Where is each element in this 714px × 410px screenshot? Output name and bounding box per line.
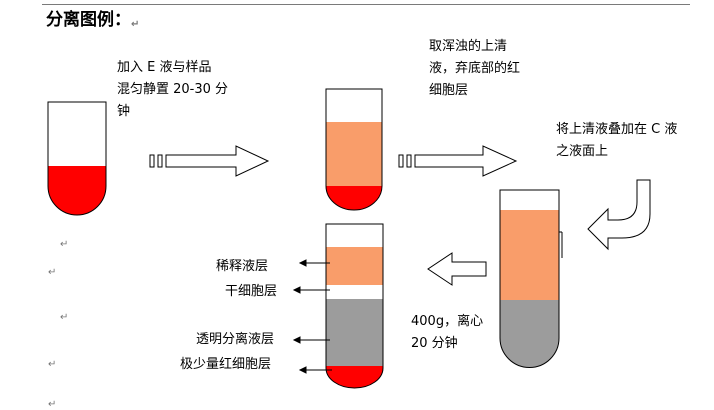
tube-1-outline — [47, 101, 107, 216]
paragraph-mark: ↵ — [48, 267, 57, 278]
tube-1 — [47, 101, 107, 216]
centrifuge-line-1: 400g，离心 — [411, 314, 484, 329]
tube-4-outline — [325, 223, 384, 389]
paragraph-mark: ↵ — [60, 239, 69, 250]
tube-4-separation-layer — [326, 299, 383, 366]
label-dilution-layer: 稀释液层 — [216, 259, 269, 274]
paragraph-mark: ↵ — [60, 312, 69, 323]
tube-3-gray-layer — [500, 300, 559, 368]
tube-4-dilution-layer — [326, 247, 383, 285]
curved-arrow — [587, 179, 651, 251]
step1-line-2: 混匀静置 20-30 分 — [117, 82, 229, 97]
tube-3-orange-layer — [500, 210, 559, 300]
page-title-text: 分离图例： — [46, 10, 131, 30]
step2-line-2: 液，弃底部的红 — [429, 61, 521, 76]
arrow-right-1 — [149, 145, 270, 177]
label-pointers — [292, 259, 332, 374]
step2-line-3: 细胞层 — [429, 83, 469, 98]
tube-4-rbc-layer — [326, 366, 383, 388]
step3-line-1: 将上清液叠加在 C 液 — [556, 122, 678, 137]
tube-3-outline — [499, 189, 560, 368]
tube-2-orange-layer — [326, 122, 382, 186]
tube-3 — [499, 189, 563, 368]
tube-1-red-layer — [48, 166, 106, 215]
tube-4 — [325, 223, 384, 389]
step2-caption: 取浑浊的上清 液，弃底部的红 细胞层 — [429, 36, 520, 102]
tube-2-outline — [325, 88, 383, 211]
step1-caption: 加入 E 液与样品 混匀静置 20-30 分 钟 — [117, 57, 228, 123]
page-title: 分离图例：↵ — [46, 8, 139, 32]
tube-4-dry-cell-layer — [326, 285, 383, 299]
tube-2 — [325, 88, 383, 211]
step1-line-3: 钟 — [117, 104, 131, 119]
centrifuge-line-2: 20 分钟 — [411, 336, 458, 351]
label-rbc-layer: 极少量红细胞层 — [180, 357, 272, 372]
label-dry-cell-layer: 干细胞层 — [225, 284, 278, 299]
step2-line-1: 取浑浊的上清 — [429, 39, 508, 54]
step3-caption: 将上清液叠加在 C 液 之液面上 — [556, 119, 677, 163]
tube-2-red-layer — [326, 186, 382, 210]
step1-line-1: 加入 E 液与样品 — [117, 60, 212, 75]
arrow-left — [427, 252, 487, 286]
step3-line-2: 之液面上 — [556, 144, 609, 159]
paragraph-mark: ↵ — [48, 399, 57, 410]
paragraph-mark: ↵ — [131, 19, 140, 30]
centrifuge-caption: 400g，离心 20 分钟 — [411, 311, 483, 355]
arrow-right-2 — [398, 145, 518, 177]
header-rule — [42, 4, 690, 5]
paragraph-mark: ↵ — [48, 359, 57, 370]
label-separation-layer: 透明分离液层 — [196, 332, 275, 347]
